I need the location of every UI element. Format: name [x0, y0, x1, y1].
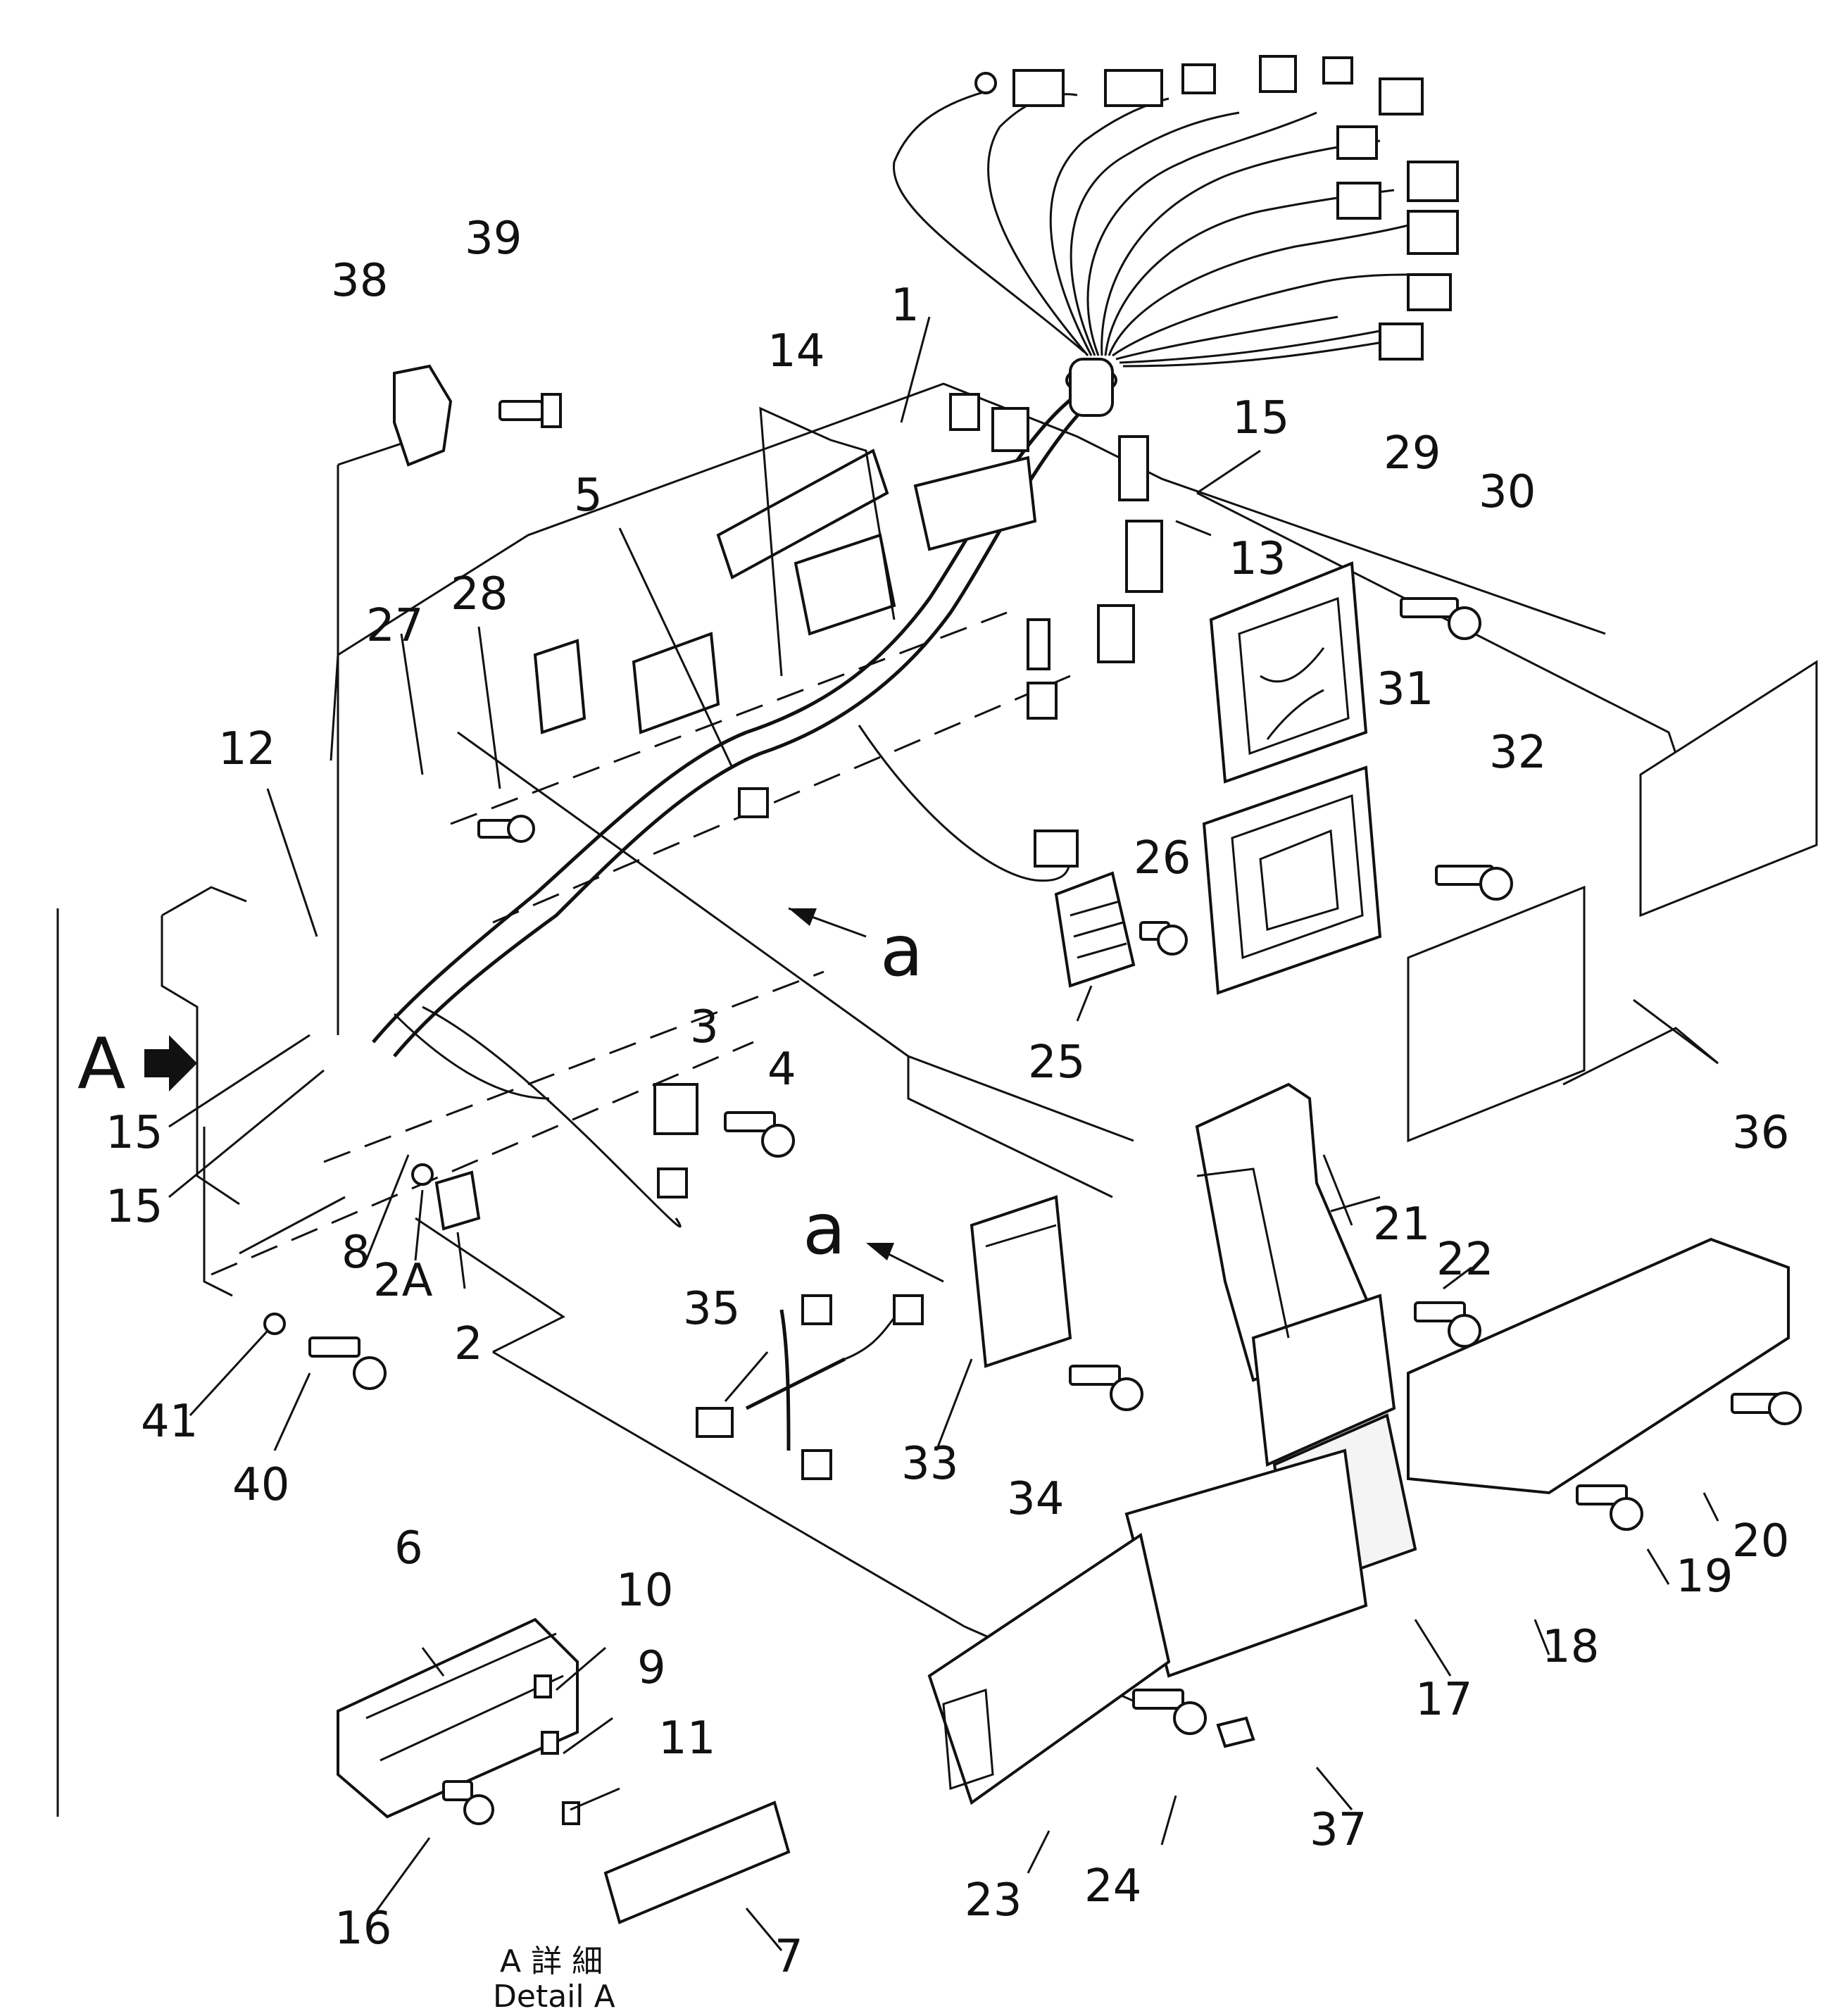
label-41: 41	[141, 1396, 198, 1448]
detail-caption-en: Detail A	[493, 1979, 615, 2015]
label-8: 8	[341, 1227, 370, 1279]
bolt-34-icon	[1069, 1365, 1143, 1411]
markers	[144, 907, 944, 1283]
label-5: 5	[574, 470, 603, 522]
label-36: 36	[1732, 1107, 1789, 1159]
label-24: 24	[1084, 1860, 1141, 1912]
washer-41-icon	[263, 1313, 286, 1335]
ducts	[927, 1082, 1790, 1805]
label-33: 33	[901, 1438, 958, 1490]
label-15-left-b: 15	[106, 1181, 163, 1233]
relay-3	[653, 1083, 698, 1198]
bolt-26-icon	[1139, 921, 1188, 956]
bolts	[263, 364, 1802, 1825]
label-30: 30	[1479, 466, 1536, 518]
arrow-a-upper-head	[789, 908, 817, 926]
label-14: 14	[767, 325, 824, 377]
label-31: 31	[1376, 663, 1434, 715]
label-39: 39	[465, 213, 522, 265]
connector-2-icon	[434, 1170, 481, 1231]
label-32: 32	[1489, 727, 1546, 779]
bolt-32-icon	[1435, 865, 1513, 901]
fuse-cover-7	[603, 1801, 791, 1924]
fuse-box-6	[337, 1617, 580, 1825]
label-7: 7	[774, 1931, 803, 1983]
label-4: 4	[767, 1044, 796, 1096]
clip-37-icon	[1216, 1716, 1255, 1748]
part-labels: 1 2 2A 3 4 5 6 7 8 9 10 11 12 13 14 15 1…	[77, 213, 1789, 2015]
label-15-top: 15	[1232, 392, 1289, 444]
label-2A: 2A	[373, 1255, 433, 1307]
label-15-left-a: 15	[106, 1107, 163, 1159]
sheets-36	[1407, 660, 1818, 1143]
label-13: 13	[1229, 533, 1286, 585]
connector-marker-a-upper: a	[880, 910, 923, 992]
label-20: 20	[1732, 1515, 1789, 1567]
label-11: 11	[658, 1713, 715, 1765]
frame-brackets	[533, 393, 1163, 868]
bolt-30-icon	[1400, 597, 1481, 640]
washer-2A-icon	[411, 1163, 434, 1186]
label-17: 17	[1415, 1674, 1472, 1726]
label-28: 28	[451, 568, 508, 620]
bolt-39-icon	[498, 393, 562, 428]
label-21: 21	[1373, 1198, 1430, 1251]
label-10: 10	[616, 1565, 673, 1617]
label-12: 12	[218, 723, 275, 775]
label-18: 18	[1542, 1621, 1599, 1673]
label-29: 29	[1384, 427, 1441, 480]
label-37: 37	[1310, 1804, 1367, 1856]
label-26: 26	[1134, 832, 1191, 884]
module-25	[1054, 871, 1136, 988]
label-23: 23	[965, 1874, 1022, 1927]
label-38: 38	[331, 255, 388, 307]
label-27: 27	[366, 600, 423, 652]
label-22: 22	[1436, 1234, 1493, 1286]
bolt-40-icon	[308, 1336, 387, 1390]
sub-harness-35	[696, 1294, 924, 1480]
bolt-20-icon	[1731, 1391, 1802, 1425]
view-marker-A: A	[77, 1022, 125, 1105]
label-40: 40	[232, 1459, 289, 1511]
harness-connectors	[974, 55, 1459, 361]
label-1: 1	[891, 280, 920, 332]
controller-unit-29	[1209, 561, 1368, 784]
label-9: 9	[637, 1642, 666, 1694]
bolt-24-icon	[1132, 1689, 1207, 1735]
label-2: 2	[454, 1318, 483, 1370]
label-3: 3	[690, 1001, 719, 1053]
label-34: 34	[1007, 1473, 1064, 1525]
view-arrow-A-icon	[144, 1035, 197, 1091]
arrow-a-lower-head	[866, 1243, 894, 1260]
bolt-22-icon	[1414, 1301, 1481, 1348]
bolt-18-icon	[1576, 1484, 1643, 1531]
detail-caption-jp: A 詳 細	[500, 1943, 603, 1979]
label-35: 35	[683, 1283, 740, 1335]
bolt-16-icon	[442, 1780, 494, 1825]
label-6: 6	[394, 1522, 423, 1574]
leader-lines	[168, 316, 1719, 1951]
control-box-33	[970, 1195, 1072, 1368]
connector-marker-a-lower: a	[803, 1188, 846, 1270]
label-25: 25	[1028, 1037, 1085, 1089]
label-16: 16	[334, 1903, 391, 1955]
clamp-38-icon	[393, 364, 453, 467]
bolt-4-icon	[724, 1111, 795, 1158]
bolt-28-icon	[477, 815, 535, 843]
cover-31	[1202, 765, 1382, 995]
label-19: 19	[1676, 1551, 1733, 1603]
